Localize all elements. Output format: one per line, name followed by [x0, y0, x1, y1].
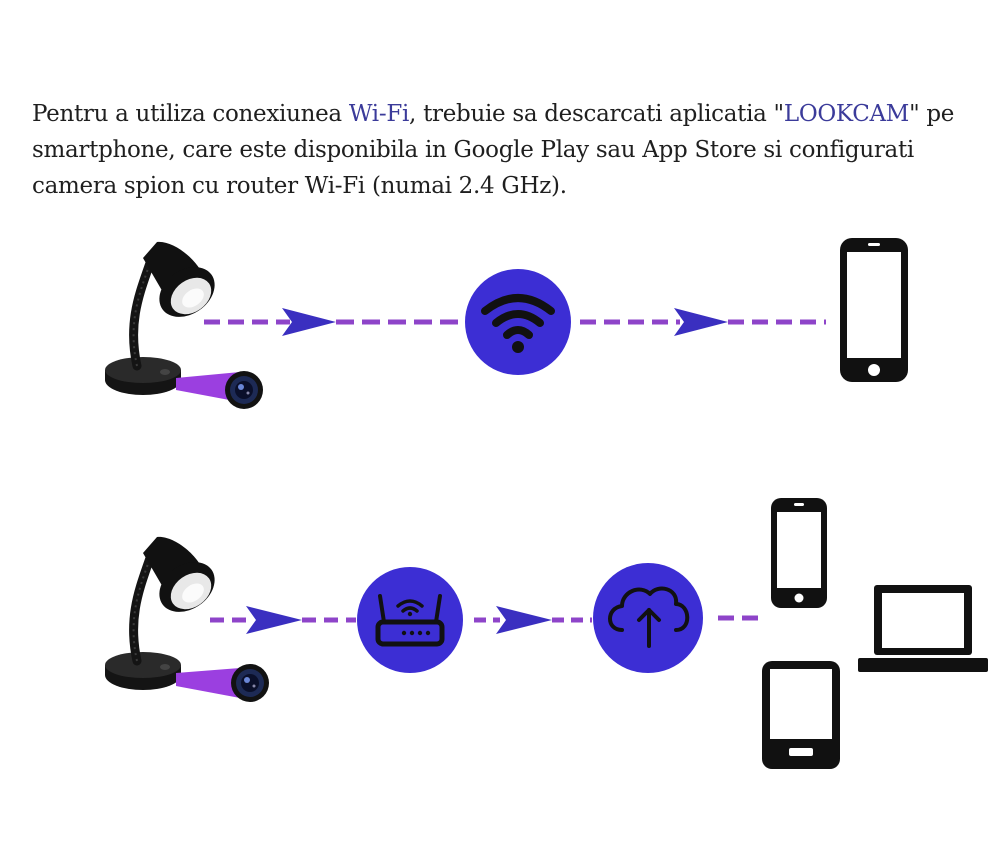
router-icon: [375, 594, 445, 647]
arrow-icon: [282, 308, 336, 336]
row1-lamp-camera: [105, 242, 263, 409]
camera-lens-icon: [225, 371, 263, 409]
intro-part2: , trebuie sa descarcati aplicatia ": [409, 101, 784, 127]
app-name-highlight: LOOKCAM: [783, 101, 910, 127]
camera-beam: [176, 668, 240, 698]
row2-link-1: [210, 606, 356, 634]
intro-part1: Pentru a utiliza conexiunea: [32, 101, 349, 127]
wifi-icon: [481, 294, 555, 339]
lamp-icon: [105, 242, 224, 395]
laptop-icon: [858, 585, 988, 672]
router-hub: [357, 567, 463, 673]
wifi-highlight: Wi-Fi: [348, 101, 410, 127]
row2-link-2: [474, 606, 592, 634]
arrow-icon: [674, 308, 728, 336]
smartphone-icon: [771, 498, 827, 608]
wifi-hub: [465, 269, 571, 375]
row2-lamp-camera: [105, 537, 269, 702]
arrow-icon: [246, 606, 302, 634]
tablet-icon: [762, 661, 840, 769]
camera-beam: [176, 372, 240, 402]
cloud-hub: [593, 563, 703, 673]
intro-text: Pentru a utiliza conexiunea Wi-Fi, trebu…: [32, 96, 972, 204]
row1-link-left: [204, 308, 464, 336]
camera-lens-icon: [231, 664, 269, 702]
smartphone-icon: [840, 238, 908, 382]
lamp-icon: [105, 537, 224, 690]
arrow-icon: [496, 606, 552, 634]
intro-part3: " pe smartphone, care este disponibila i…: [32, 101, 955, 199]
cloud-upload-icon: [608, 586, 690, 648]
row1-link-right: [580, 308, 826, 336]
